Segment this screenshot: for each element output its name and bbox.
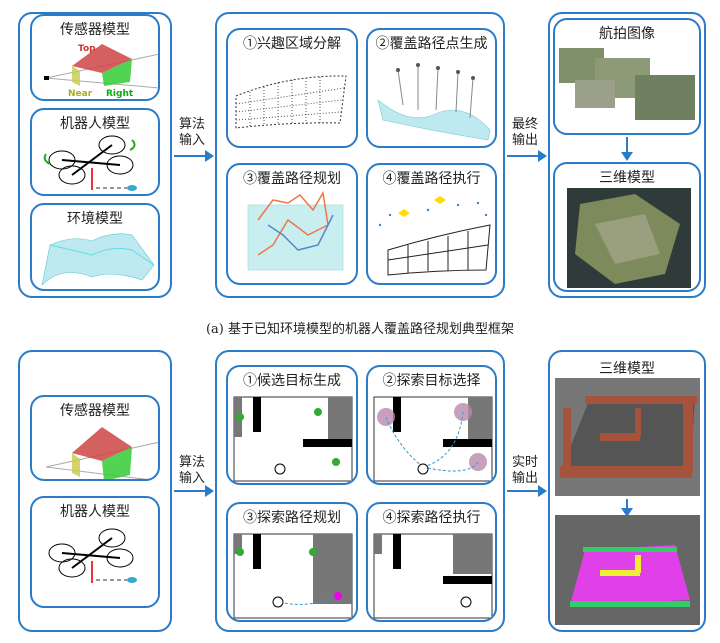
figure-caption: (a) 基于已知环境模型的机器人覆盖路径规划典型框架 bbox=[205, 322, 515, 337]
map-icon bbox=[373, 396, 493, 482]
label: ②覆盖路径点生成 bbox=[375, 36, 488, 52]
down-arrow bbox=[621, 499, 633, 517]
map-icon bbox=[233, 396, 353, 482]
step-exploration-planning: ③探索路径规划 bbox=[226, 502, 358, 622]
realtime-output-arrow bbox=[507, 485, 547, 497]
3d-model-image bbox=[567, 188, 691, 288]
label: ①候选目标生成 bbox=[243, 373, 341, 389]
top-env-model: 环境模型 bbox=[30, 203, 160, 291]
step-coverage-planning: ③覆盖路径规划 bbox=[226, 163, 358, 285]
top-sensor-model: 传感器模型 Top Near Right bbox=[30, 14, 160, 101]
realtime-output-label: 实时输出 bbox=[511, 455, 538, 486]
terrain-mesh-icon bbox=[41, 233, 155, 286]
label: ②探索目标选择 bbox=[382, 373, 481, 389]
bottom-sensor-model: 传感器模型 bbox=[30, 395, 160, 481]
step-waypoint-generation: ②覆盖路径点生成 bbox=[366, 28, 497, 148]
top-3d-model: 三维模型 bbox=[553, 162, 701, 292]
final-output-arrow bbox=[507, 150, 547, 162]
execution-icon bbox=[378, 196, 491, 276]
label: 三维模型 bbox=[599, 170, 655, 186]
aerial-images: 航拍图像 bbox=[553, 18, 701, 135]
label: 环境模型 bbox=[67, 211, 123, 227]
step-target-selection: ②探索目标选择 bbox=[366, 365, 497, 485]
quadrotor-icon bbox=[48, 528, 137, 583]
algorithm-input-arrow bbox=[174, 150, 214, 162]
3d-simulation-image bbox=[555, 378, 700, 496]
aerial-photo-mosaic bbox=[559, 48, 695, 120]
step-candidate-generation: ①候选目标生成 bbox=[226, 365, 358, 485]
path-plot-icon bbox=[247, 190, 344, 271]
map-icon bbox=[233, 533, 353, 619]
sensor-frustum-icon: Top Near Right bbox=[44, 44, 158, 99]
label: ④探索路径执行 bbox=[382, 510, 481, 526]
label: ④覆盖路径执行 bbox=[382, 171, 481, 187]
face-near: Near bbox=[68, 89, 93, 99]
label: ①兴趣区域分解 bbox=[243, 36, 341, 52]
label: 航拍图像 bbox=[599, 26, 655, 42]
label: 机器人模型 bbox=[60, 116, 130, 132]
down-arrow bbox=[621, 137, 633, 161]
waypoints-icon bbox=[377, 63, 491, 141]
algorithm-input-arrow bbox=[174, 485, 214, 497]
map-icon bbox=[373, 533, 493, 619]
face-top: Top bbox=[78, 44, 96, 54]
step-coverage-execution: ④覆盖路径执行 bbox=[366, 163, 497, 285]
algorithm-input-label: 算法输入 bbox=[178, 117, 205, 148]
top-robot-model: 机器人模型 bbox=[30, 108, 160, 196]
label: 传感器模型 bbox=[60, 403, 130, 419]
occupancy-map-image bbox=[555, 515, 700, 625]
bottom-robot-model: 机器人模型 bbox=[30, 496, 160, 608]
label: 传感器模型 bbox=[60, 22, 130, 38]
grid-mesh-icon bbox=[235, 75, 347, 129]
quadrotor-icon bbox=[43, 135, 137, 191]
label: 机器人模型 bbox=[60, 504, 130, 520]
step-exploration-execution: ④探索路径执行 bbox=[366, 502, 497, 622]
final-output-label: 最终输出 bbox=[511, 117, 538, 148]
bottom-3d-model-label: 三维模型 bbox=[599, 361, 655, 377]
label: ③覆盖路径规划 bbox=[243, 171, 341, 187]
sensor-frustum-icon bbox=[45, 427, 158, 479]
face-right: Right bbox=[106, 89, 134, 99]
algorithm-input-label: 算法输入 bbox=[178, 455, 205, 486]
label: ③探索路径规划 bbox=[243, 510, 341, 526]
step-roi-decomposition: ①兴趣区域分解 bbox=[226, 28, 358, 148]
